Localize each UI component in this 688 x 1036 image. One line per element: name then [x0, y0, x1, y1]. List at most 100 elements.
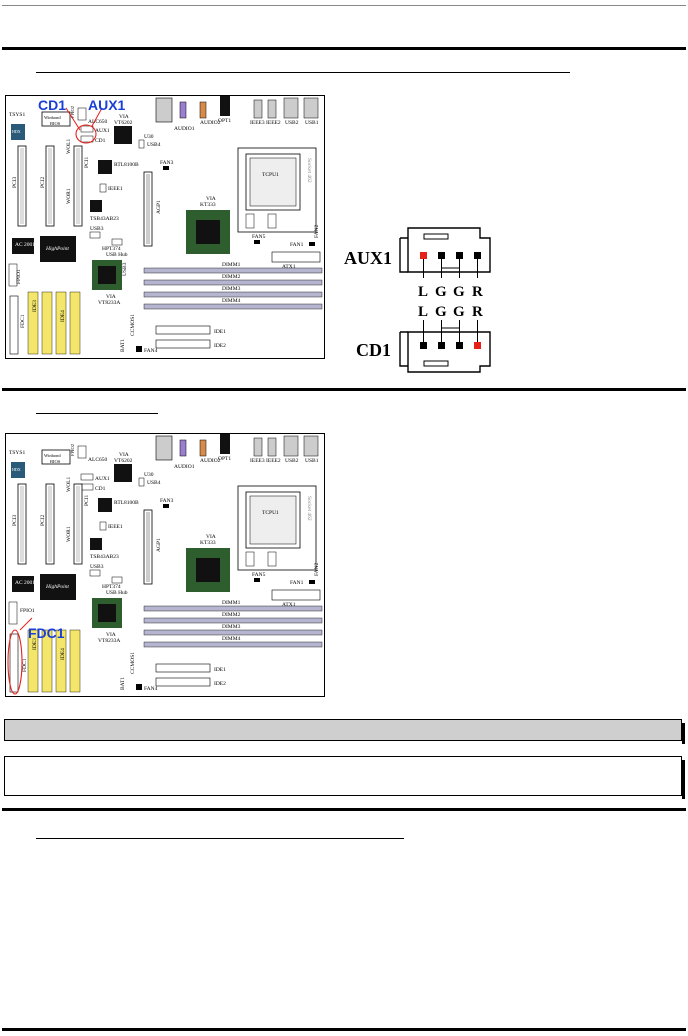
- pci1-inner: [76, 148, 80, 224]
- audio-jack-purple-2: [179, 439, 187, 457]
- fan5-header-2: [254, 578, 260, 582]
- alc650-label-2: ALC650: [88, 457, 108, 463]
- aux1-pin-4: [474, 252, 481, 259]
- agp1-label-2: AGP1: [156, 538, 162, 552]
- pci2-inner-2: [48, 486, 52, 562]
- tsys1-label-2: TSYS1: [9, 450, 25, 456]
- bat1-label: BAT1: [120, 339, 126, 352]
- vt8233a-vendor-2: VIA: [106, 632, 116, 638]
- cd1-pin-label-2: G: [435, 304, 447, 320]
- usb1-port: [303, 97, 319, 119]
- winbond-label: Winbond: [44, 115, 61, 120]
- socket-label-2: Socket 462: [306, 496, 312, 521]
- cd1-pin-label-1: L: [418, 304, 428, 320]
- tcpu1-label-2: TCPU1: [262, 510, 279, 516]
- cd1-pin-3: [456, 342, 463, 349]
- motherboard-diagram-floppy: AUDIO1 AUDIO2 OPT1 IEEE3 IEEE2 USB2 USB1…: [5, 433, 325, 697]
- hpt374-chip-2: [40, 574, 76, 600]
- agp1-inner-2: [146, 512, 150, 582]
- fpio2-label-2: FPIO2: [70, 444, 75, 456]
- u30-label-2: U30: [144, 472, 154, 478]
- highpoint-label: HighPoint: [45, 246, 69, 252]
- cd1-pointer-line: [65, 107, 81, 131]
- dimm3-label: DIMM3: [222, 286, 241, 292]
- board-svg-1: AUDIO1 AUDIO2 OPT1 IEEE3 IEEE2 USB2 USB1…: [8, 96, 323, 355]
- southbridge-chip: [98, 266, 116, 284]
- cpu-socket-pins: [249, 157, 297, 207]
- ieee2-label: IEEE2: [266, 120, 281, 126]
- fdc1-highlight-ellipse: [7, 629, 23, 695]
- opt1-port-2: [220, 434, 230, 454]
- kt333-label-2: KT333: [200, 540, 216, 546]
- ide1-label: IDE1: [214, 329, 226, 335]
- pci1-inner-2: [76, 486, 80, 562]
- rtl8100b-label-2: RTL8100B: [114, 500, 139, 506]
- cd1-label-2: CD1: [95, 486, 106, 492]
- dimm2-label-2: DIMM2: [222, 612, 241, 618]
- pci2-inner: [48, 148, 52, 224]
- audio-pinout-diagram: AUX1 L G G R L G G R CD1: [338, 224, 518, 374]
- ide4-label: IDE4: [60, 310, 66, 322]
- section-rule-1: [2, 47, 686, 50]
- socket-label: Socket 462: [306, 158, 312, 183]
- ieee2-port: [267, 99, 277, 119]
- usb4-label: USB4: [147, 142, 161, 148]
- atx1-label-2: ATX1: [282, 602, 296, 608]
- aux1-pinout-label: AUX1: [344, 248, 392, 268]
- fpio1-label-2: FPIO1: [20, 608, 35, 614]
- wor1-label: WOR1: [66, 188, 72, 204]
- bat1-label-2: BAT1: [120, 677, 126, 690]
- tsb43ab23-chip-2: [90, 538, 102, 550]
- ide4-label-2: IDE4: [60, 648, 66, 660]
- fpio2-header: [77, 107, 87, 121]
- usb2-label-2: USB2: [285, 458, 299, 464]
- socket-latch-2: [267, 213, 277, 229]
- usb3-header-2: [89, 569, 101, 577]
- southbridge-chip-2: [98, 604, 116, 622]
- usb2-port: [283, 97, 299, 119]
- agp1-inner: [146, 174, 150, 244]
- ccmos1-label: CCMOS1: [130, 314, 136, 336]
- cd1-label: CD1: [95, 138, 106, 144]
- cd1-pin-label-3: G: [453, 304, 465, 320]
- cd1-header-2: [80, 483, 94, 491]
- pci3-inner: [20, 148, 24, 224]
- cd1-key-notch: [423, 360, 449, 367]
- cpu-socket-pins-2: [249, 495, 297, 545]
- aux1-pin-3: [456, 252, 463, 259]
- usb4-label-2: USB4: [147, 480, 161, 486]
- ide3-label-2: IDE3: [32, 638, 38, 650]
- note-header-box: [4, 719, 685, 744]
- fan5-header: [254, 240, 260, 244]
- usb-hub-header-2: [111, 576, 123, 584]
- aux1-pointer-line: [91, 107, 103, 127]
- winbond-label-2: Winbond: [44, 453, 61, 458]
- dimm4-slot: [143, 303, 323, 310]
- hpt374-label-2: HPT374: [102, 584, 121, 590]
- cd1-pin-1: [420, 342, 427, 349]
- dimm4-label: DIMM4: [222, 298, 241, 304]
- vt8233a-vendor: VIA: [106, 294, 116, 300]
- ccmos-vertical-label: USB3: [122, 262, 128, 276]
- usb3-label-2: USB3: [90, 564, 104, 570]
- dimm1-label: DIMM1: [222, 262, 241, 268]
- socket-latch-1-2: [245, 551, 255, 567]
- ide-yellow-1-2: [27, 629, 39, 693]
- tcpu1-label: TCPU1: [262, 172, 279, 178]
- aux1-pin-label-4: R: [472, 284, 483, 300]
- fdc1-label-2: FDC1: [22, 658, 28, 672]
- pci2-label: PCI2: [40, 176, 46, 188]
- fpio2-label: FPIO2: [70, 106, 75, 118]
- fan5-label: FAN5: [252, 234, 266, 240]
- bios-label: BIOS: [50, 121, 61, 126]
- hdx-chip-2: [11, 462, 25, 478]
- aux1-callout: AUX1: [88, 97, 126, 113]
- fdc1-pointer-line: [19, 617, 33, 631]
- audio2-label: AUDIO2: [200, 120, 221, 126]
- usb2-label: USB2: [285, 120, 299, 126]
- pinout-svg: AUX1 L G G R L G G R CD1: [344, 227, 491, 373]
- audio1-label: AUDIO1: [174, 126, 195, 132]
- audio-jack-orange-2: [199, 439, 207, 457]
- vt8233a-label: VT8233A: [98, 300, 120, 306]
- ide2-label: IDE2: [214, 343, 226, 349]
